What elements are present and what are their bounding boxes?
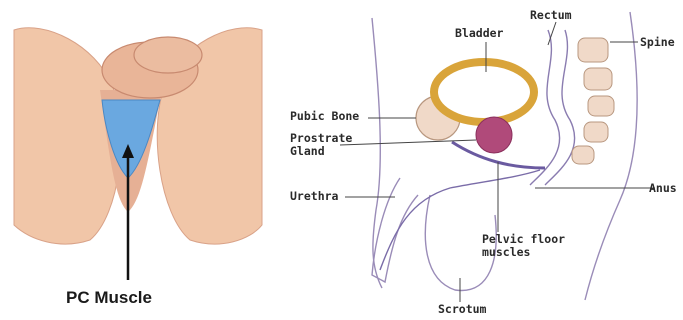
label-bladder: Bladder (455, 27, 503, 40)
vertebra (578, 38, 608, 62)
vertebra (584, 68, 612, 90)
abdomen-outline (372, 18, 382, 288)
label-scrotum: Scrotum (438, 303, 486, 316)
vertebra (588, 96, 614, 116)
label-prostrate-line2: Gland (290, 145, 325, 158)
label-spine: Spine (640, 36, 675, 49)
label-urethra: Urethra (290, 190, 338, 203)
vertebra (584, 122, 608, 142)
prostate-gland (476, 117, 512, 153)
bladder (434, 62, 534, 122)
left-figure (14, 28, 262, 280)
label-rectum: Rectum (530, 9, 572, 22)
label-pubic-bone: Pubic Bone (290, 110, 359, 123)
label-anus: Anus (649, 182, 677, 195)
vertebra (572, 146, 594, 164)
rectum-tube (530, 30, 560, 185)
spine-vertebrae (572, 38, 614, 164)
pc-muscle-caption: PC Muscle (66, 288, 152, 308)
label-pelvic-floor-line2: muscles (482, 246, 530, 259)
penis (134, 37, 202, 73)
